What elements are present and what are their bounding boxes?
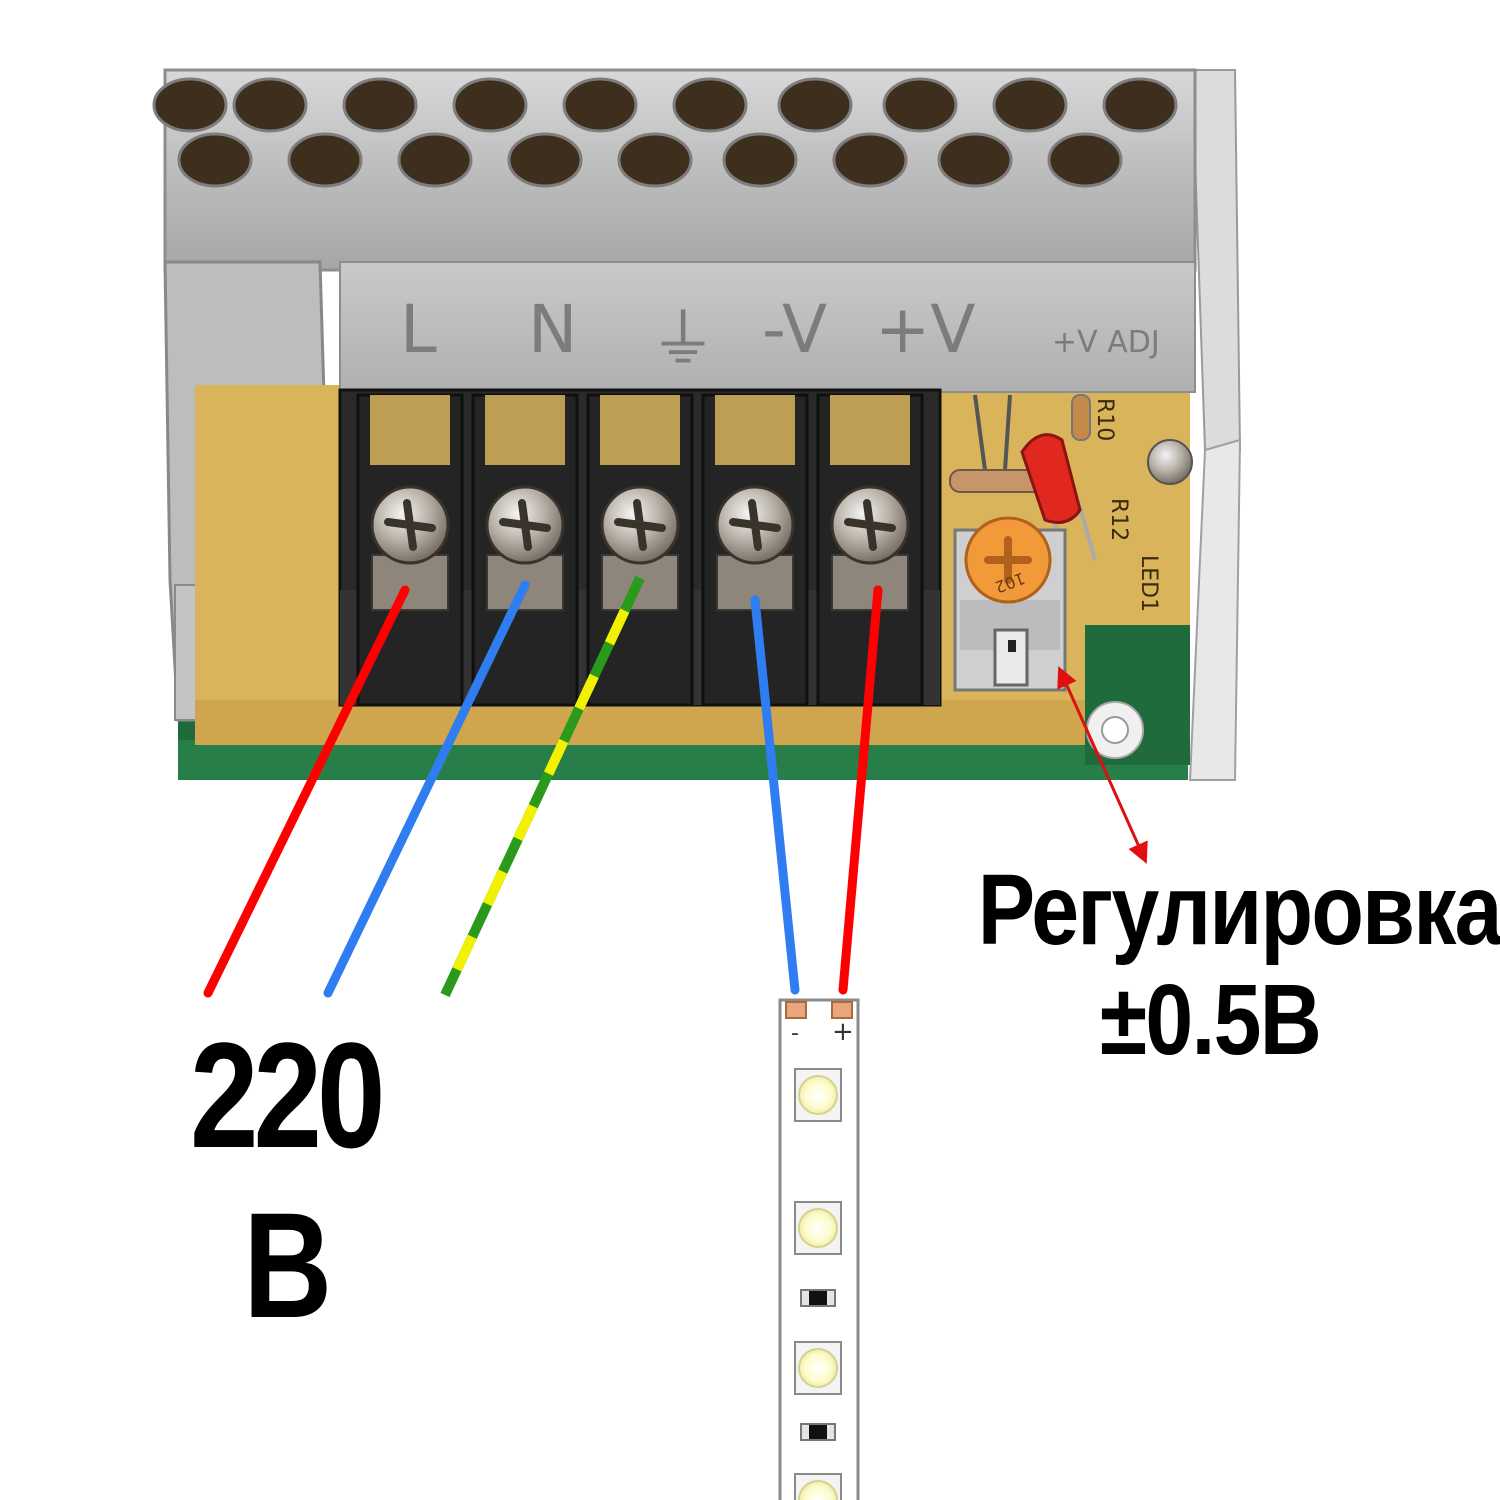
vent-hole bbox=[832, 132, 908, 188]
adjustment-label-line2: ±0.5В bbox=[1099, 964, 1322, 1076]
vent-hole bbox=[1047, 132, 1123, 188]
vent-hole bbox=[287, 132, 363, 188]
marking-led1: LED1 bbox=[1136, 555, 1161, 612]
vent-hole bbox=[177, 132, 253, 188]
strip-label-minus: - bbox=[791, 1021, 799, 1046]
terminal-3 bbox=[586, 393, 694, 707]
power-supply-unit: L N ⏚ -V +V +V ADJ bbox=[152, 68, 1242, 781]
marking-plus-v: +V bbox=[875, 291, 975, 368]
marking-earth: ⏚ bbox=[650, 301, 716, 378]
vent-hole bbox=[1102, 77, 1178, 133]
vent-hole bbox=[672, 77, 748, 133]
vent-hole bbox=[777, 77, 853, 133]
strip-pad-minus bbox=[785, 1001, 807, 1019]
mains-wires bbox=[203, 575, 645, 998]
led-strip: - + bbox=[778, 998, 860, 1500]
board-screw bbox=[1147, 439, 1193, 485]
vent-hole bbox=[397, 132, 473, 188]
terminal-1 bbox=[356, 393, 464, 707]
marking-r12: R12 bbox=[1106, 498, 1131, 541]
trimmer-potentiometer: 102 bbox=[953, 516, 1067, 692]
vent-hole bbox=[882, 77, 958, 133]
vent-hole bbox=[507, 132, 583, 188]
earth-wire-green bbox=[440, 575, 645, 998]
vent-hole bbox=[342, 77, 418, 133]
output-wires bbox=[750, 585, 883, 995]
strip-plus-wire bbox=[838, 585, 883, 995]
terminal-5 bbox=[816, 393, 924, 707]
vent-hole bbox=[232, 77, 308, 133]
adjustment-label-line1: Регулировка bbox=[977, 854, 1500, 966]
mains-voltage-label: 220 В bbox=[190, 1011, 385, 1349]
housing-side-wall bbox=[1190, 69, 1242, 451]
vent-hole bbox=[992, 77, 1068, 133]
vent-hole bbox=[617, 132, 693, 188]
smd-resistor bbox=[800, 1423, 836, 1441]
adjustment-arrow bbox=[1057, 666, 1148, 864]
vent-hole bbox=[562, 77, 638, 133]
vent-hole bbox=[152, 77, 228, 133]
terminal-block bbox=[338, 388, 942, 707]
vent-hole bbox=[937, 132, 1013, 188]
strip-minus-wire bbox=[750, 595, 800, 995]
strip-label-plus: + bbox=[832, 1017, 854, 1047]
adjust-area: 102 R10 R12 LED1 bbox=[949, 394, 1193, 692]
marking-minus-v: -V bbox=[762, 291, 827, 368]
strip-pad-plus bbox=[831, 1001, 853, 1019]
markings-plate bbox=[339, 261, 1196, 393]
marking-r10: R10 bbox=[1092, 398, 1117, 441]
vent-hole bbox=[722, 132, 798, 188]
adjustment-label: Регулировка ±0.5В bbox=[940, 854, 1500, 1076]
vent-holes bbox=[152, 77, 1178, 188]
marking-adj: +V ADJ bbox=[1052, 325, 1160, 360]
smd-resistor bbox=[800, 1289, 836, 1307]
terminal-4 bbox=[701, 393, 809, 707]
marking-l: L bbox=[400, 291, 437, 368]
marking-n: N bbox=[528, 291, 577, 368]
vent-hole bbox=[452, 77, 528, 133]
live-wire bbox=[203, 585, 410, 998]
terminal-markings: L N ⏚ -V +V +V ADJ bbox=[400, 291, 1160, 378]
neutral-wire bbox=[323, 580, 530, 998]
